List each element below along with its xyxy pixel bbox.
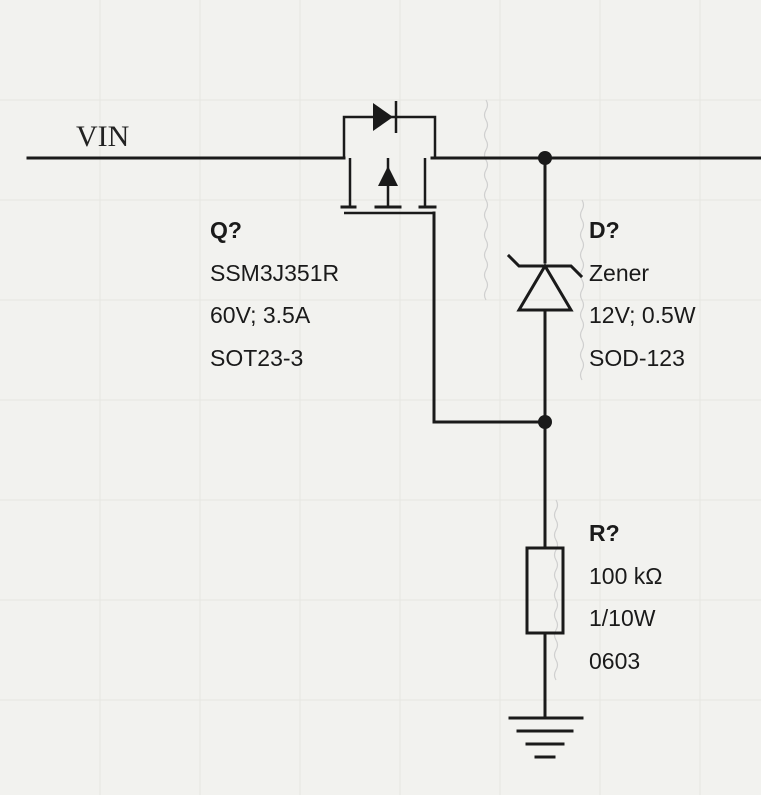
mosfet-ref: Q?: [210, 217, 242, 243]
paper-artifacts: [483, 99, 585, 681]
zener-package: SOD-123: [589, 345, 685, 371]
mosfet-package: SOT23-3: [210, 345, 303, 371]
resistor-symbol: [525, 546, 565, 635]
mosfet-part: SSM3J351R: [210, 260, 339, 286]
resistor-power: 1/10W: [589, 605, 656, 631]
mosfet-rating: 60V; 3.5A: [210, 302, 311, 328]
resistor-ref: R?: [589, 520, 620, 546]
junction-dot-gate: [538, 415, 552, 429]
resistor-package: 0603: [589, 648, 640, 674]
mosfet-arrow-icon: [378, 166, 398, 186]
junction-dot-top: [538, 151, 552, 165]
mosfet-symbol: [340, 101, 547, 424]
body-diode-icon: [373, 103, 393, 131]
zener-rating: 12V; 0.5W: [589, 302, 696, 328]
resistor-value: 100 kΩ: [589, 563, 662, 589]
zener-diode-symbol: [506, 253, 584, 312]
vin-net-label: VIN: [76, 120, 129, 153]
zener-ref: D?: [589, 217, 620, 243]
ground-icon: [508, 716, 584, 759]
zener-part: Zener: [589, 260, 649, 286]
